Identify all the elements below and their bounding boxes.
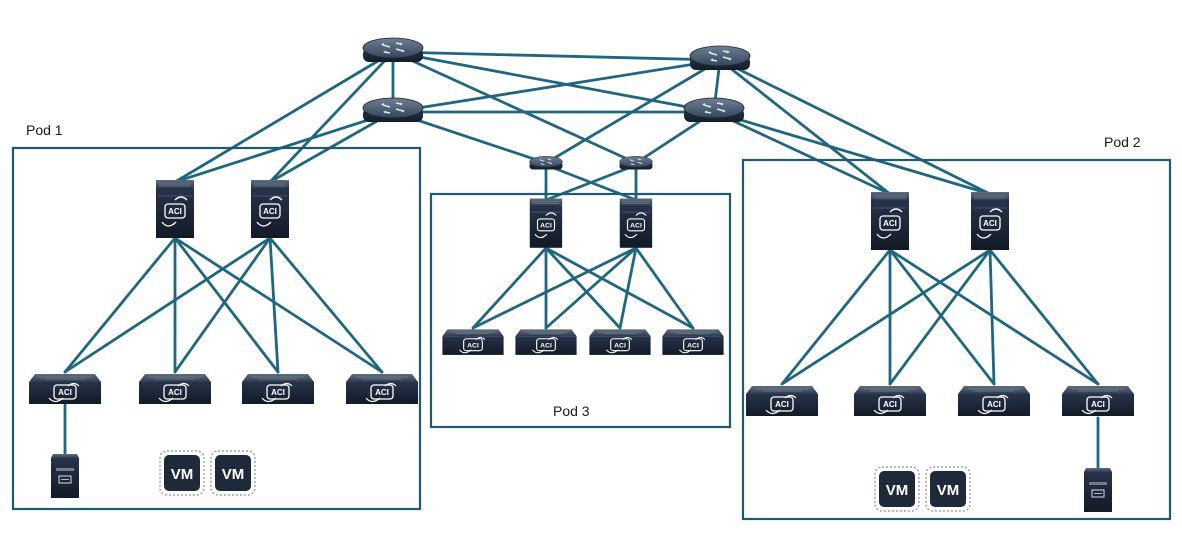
aci-label: ACI: [775, 400, 789, 409]
aci-spine-switch-icon[interactable]: ACI: [529, 197, 563, 249]
aci-label: ACI: [614, 342, 626, 349]
aci-label: ACI: [375, 388, 389, 397]
aci-label: ACI: [467, 342, 479, 349]
virtual-machine-icon[interactable]: VM: [925, 466, 971, 512]
router-icon[interactable]: [362, 97, 424, 123]
aci-leaf-switch-icon[interactable]: ACI: [957, 385, 1031, 417]
router-icon[interactable]: [530, 156, 563, 169]
pod-1-boundary: [11, 146, 422, 511]
aci-label: ACI: [987, 400, 1001, 409]
aci-label: ACI: [883, 219, 897, 228]
aci-spine-switch-icon[interactable]: ACI: [619, 197, 653, 249]
aci-leaf-switch-icon[interactable]: ACI: [1061, 385, 1135, 417]
server-icon[interactable]: [1083, 467, 1113, 513]
aci-label: ACI: [540, 222, 552, 229]
vm-label: VM: [886, 482, 909, 499]
aci-label: ACI: [883, 400, 897, 409]
pod-3-label: Pod 3: [553, 403, 590, 419]
server-icon[interactable]: [50, 453, 80, 499]
pod-2-label: Pod 2: [1104, 134, 1141, 150]
aci-leaf-switch-icon[interactable]: ACI: [441, 328, 505, 356]
router-icon[interactable]: [620, 156, 653, 169]
router-icon[interactable]: [683, 97, 745, 123]
aci-label: ACI: [687, 342, 699, 349]
aci-label: ACI: [271, 388, 285, 397]
vm-label: VM: [222, 466, 245, 483]
aci-leaf-switch-icon[interactable]: ACI: [28, 373, 102, 405]
aci-leaf-switch-icon[interactable]: ACI: [853, 385, 927, 417]
aci-label: ACI: [263, 207, 277, 216]
aci-label: ACI: [168, 388, 182, 397]
vm-label: VM: [171, 466, 194, 483]
aci-label: ACI: [540, 342, 552, 349]
aci-spine-switch-icon[interactable]: ACI: [155, 179, 195, 239]
aci-leaf-switch-icon[interactable]: ACI: [345, 373, 419, 405]
aci-spine-switch-icon[interactable]: ACI: [250, 179, 290, 239]
aci-leaf-switch-icon[interactable]: ACI: [745, 385, 819, 417]
pod-1-label: Pod 1: [26, 122, 63, 138]
aci-leaf-switch-icon[interactable]: ACI: [138, 373, 212, 405]
router-icon[interactable]: [689, 45, 751, 71]
pod-3-boundary: [429, 192, 732, 429]
virtual-machine-icon[interactable]: VM: [210, 450, 256, 496]
virtual-machine-icon[interactable]: VM: [874, 466, 920, 512]
aci-label: ACI: [1091, 400, 1105, 409]
aci-label: ACI: [58, 388, 72, 397]
virtual-machine-icon[interactable]: VM: [159, 450, 205, 496]
aci-leaf-switch-icon[interactable]: ACI: [588, 328, 652, 356]
router-icon[interactable]: [362, 37, 424, 63]
pod-2-boundary: [741, 158, 1172, 521]
vm-label: VM: [937, 482, 960, 499]
aci-leaf-switch-icon[interactable]: ACI: [241, 373, 315, 405]
aci-spine-switch-icon[interactable]: ACI: [870, 191, 910, 251]
aci-label: ACI: [630, 222, 642, 229]
aci-leaf-switch-icon[interactable]: ACI: [661, 328, 725, 356]
aci-leaf-switch-icon[interactable]: ACI: [514, 328, 578, 356]
aci-label: ACI: [983, 219, 997, 228]
network-links: [63, 50, 1100, 472]
aci-spine-switch-icon[interactable]: ACI: [970, 191, 1010, 251]
aci-label: ACI: [168, 207, 182, 216]
